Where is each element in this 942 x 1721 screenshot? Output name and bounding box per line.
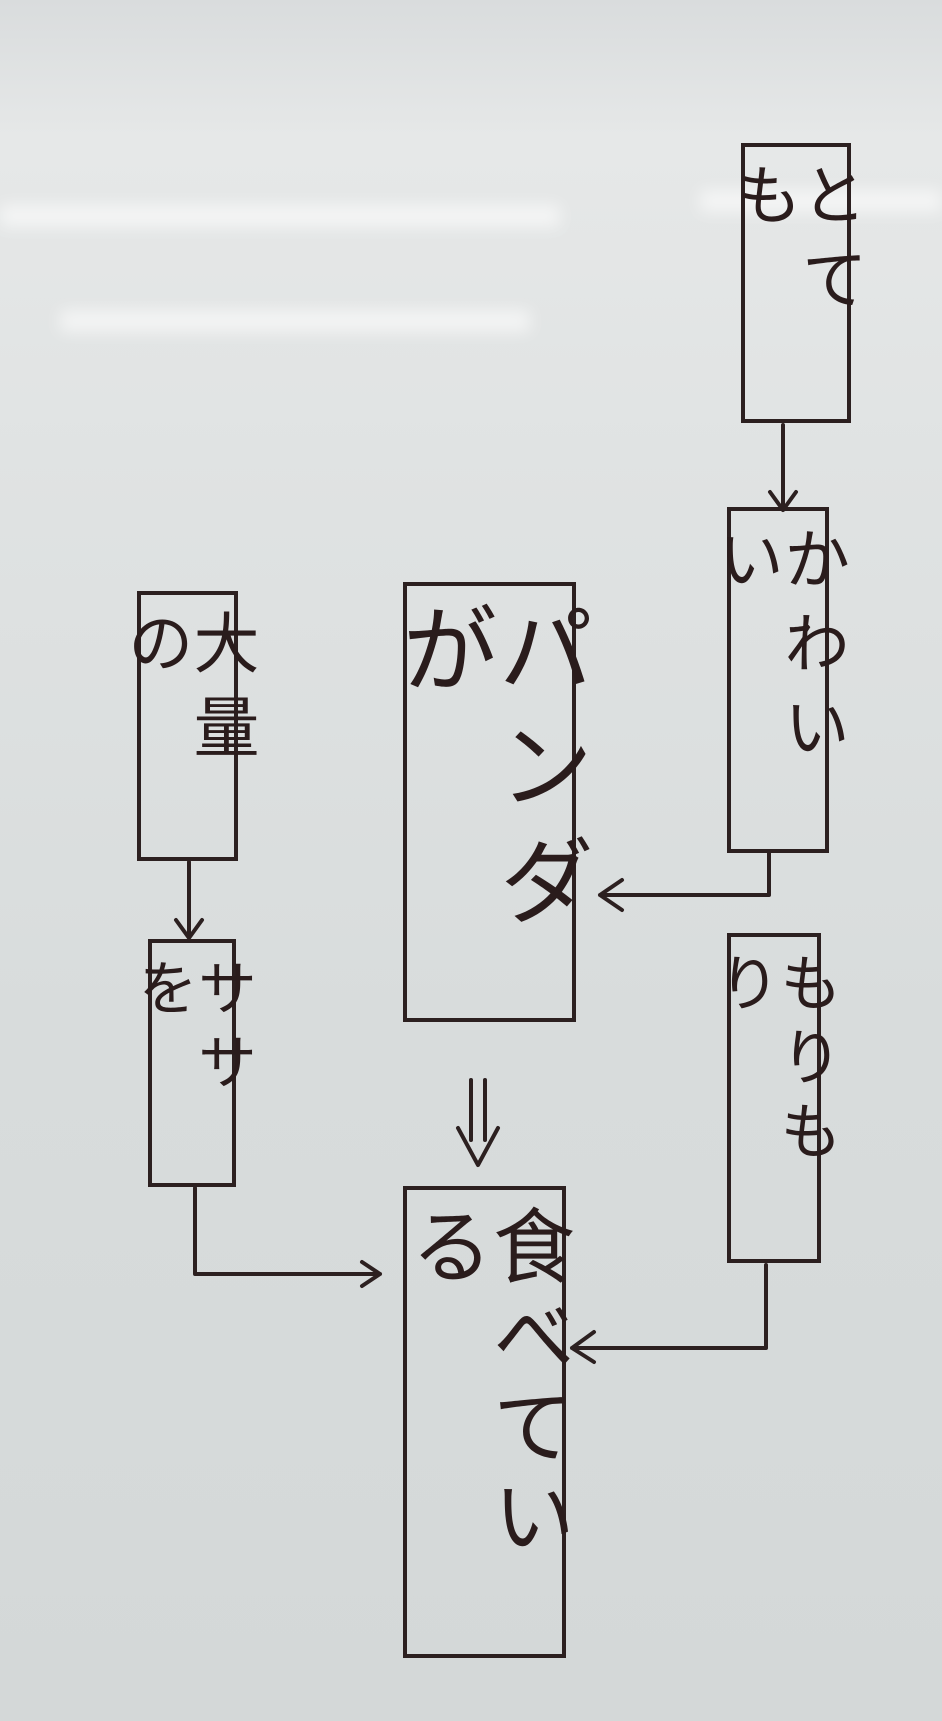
double-arrow-panda-to-taberu	[456, 1078, 500, 1167]
arrow-tairyou-to-sasa	[174, 860, 204, 940]
node-pandaga: パンダが	[386, 582, 594, 1022]
node-label: かわいい	[707, 525, 850, 777]
arrow-sasa-to-taberu	[193, 1186, 382, 1288]
node-totemo: とても	[725, 143, 868, 423]
node-label: 大量の	[116, 609, 260, 777]
arrow-morimori-to-taberu	[570, 1263, 768, 1364]
arrow-totemo-to-kawaii	[768, 423, 798, 512]
light-glare	[700, 190, 942, 212]
node-label: パンダが	[385, 600, 594, 948]
light-glare	[60, 310, 530, 332]
node-label: もりもり	[707, 951, 842, 1173]
node-kawaii: かわいい	[707, 507, 850, 853]
node-morimori: もりもり	[707, 933, 842, 1263]
light-glare	[0, 205, 560, 227]
node-tairyouno: 大量の	[117, 591, 260, 861]
node-label: とても	[725, 161, 868, 329]
node-label: ササを	[127, 957, 257, 1105]
node-sasawo: ササを	[127, 939, 257, 1187]
arrow-kawaii-to-panda	[598, 851, 771, 912]
node-tabeteiru: 食べている	[396, 1186, 574, 1658]
node-label: 食べている	[396, 1204, 574, 1564]
